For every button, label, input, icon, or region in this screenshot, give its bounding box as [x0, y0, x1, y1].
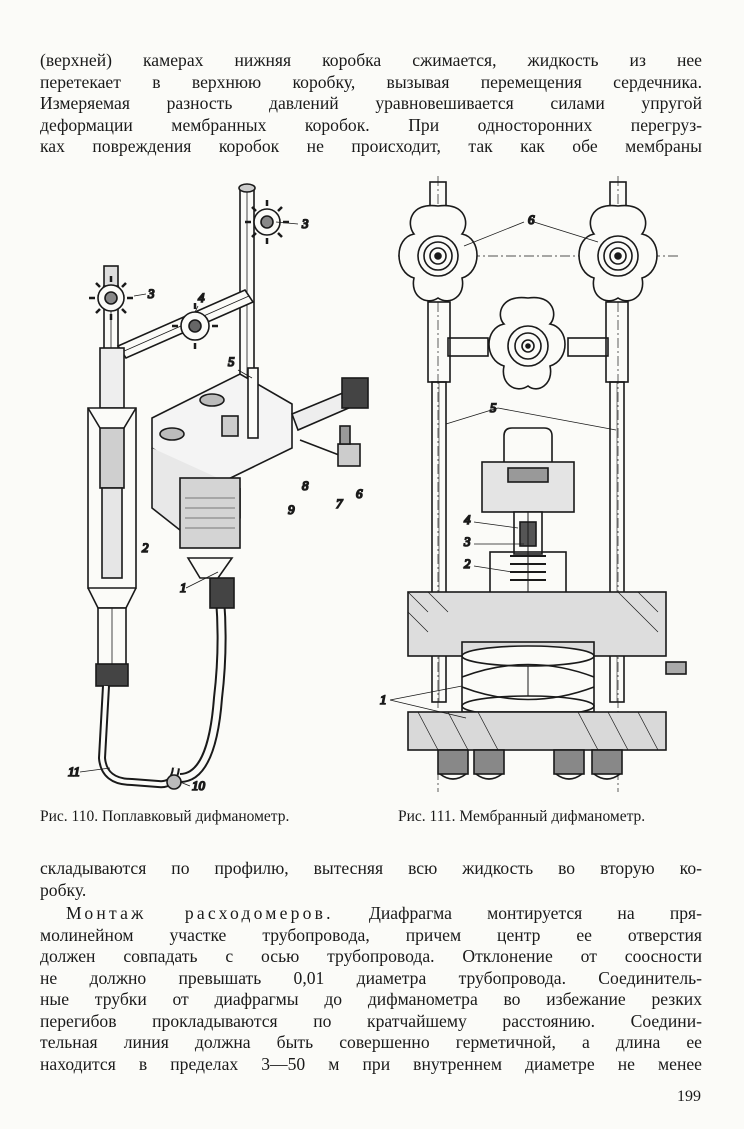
svg-text:1: 1	[180, 580, 187, 595]
text-line: ках повреждения коробок не происходит, т…	[40, 136, 702, 156]
figure-111-membrane-manometer: 6 5 4 3 2 1	[378, 172, 708, 804]
svg-text:4: 4	[198, 290, 205, 305]
text-line: складываются по профилю, вытесняя всю жи…	[40, 858, 702, 878]
svg-text:2: 2	[142, 540, 149, 555]
svg-text:6: 6	[528, 212, 535, 227]
text-line: тельная линия должна быть совершенно гер…	[40, 1032, 702, 1052]
text-line: Монтаж расходомеров. Диафрагма монтирует…	[40, 903, 702, 925]
svg-text:3: 3	[301, 216, 309, 231]
section-heading: Монтаж расходомеров.	[66, 903, 334, 923]
text-line: находится в пределах 3—50 м при внутренн…	[40, 1053, 702, 1074]
svg-text:8: 8	[302, 478, 309, 493]
heading-line-rest: Диафрагма монтируется на пря-	[368, 903, 702, 923]
svg-text:1: 1	[380, 692, 387, 707]
page-number: 199	[677, 1088, 701, 1105]
text-line: ные трубки от диафрагмы до дифманометра …	[40, 989, 702, 1009]
middle-paragraph: складываются по профилю, вытесняя всю жи…	[40, 858, 702, 901]
svg-text:11: 11	[68, 764, 80, 779]
svg-text:3: 3	[463, 534, 471, 549]
svg-text:10: 10	[192, 778, 206, 793]
text-line: перетекает в верхнюю коробку, вызывая пе…	[40, 71, 702, 92]
svg-text:4: 4	[464, 512, 471, 527]
svg-text:3: 3	[147, 286, 155, 301]
text-line: не должно превышать 0,01 диаметра трубоп…	[40, 967, 702, 988]
svg-text:2: 2	[464, 556, 471, 571]
text-line: (верхней) камерах нижняя коробка сжимает…	[40, 50, 702, 70]
figure-111-caption: Рис. 111. Мембранный дифманометр.	[398, 808, 646, 825]
mounting-paragraph: Монтаж расходомеров. Диафрагма монтирует…	[40, 903, 702, 1075]
text-line: перегибов прокладываются по кратчайшему …	[40, 1010, 702, 1031]
text-line: молинейном участке трубопровода, причем …	[40, 924, 702, 945]
text-line: робку.	[40, 879, 87, 900]
svg-text:9: 9	[288, 502, 295, 517]
svg-text:7: 7	[336, 496, 343, 511]
text-line: Измеряемая разность давлений уравновешив…	[40, 93, 702, 113]
text-line: деформации мембранных коробок. При однос…	[40, 114, 702, 135]
svg-text:5: 5	[490, 400, 497, 415]
figure-110-caption: Рис. 110. Поплавковый дифманометр.	[40, 808, 290, 825]
text-line: должен совпадать с осью трубопровода. От…	[40, 946, 702, 966]
svg-text:6: 6	[356, 486, 363, 501]
figure-110-float-manometer: 3 3 4 5 2 8 7 6 9 1 11 10	[40, 178, 370, 798]
svg-text:5: 5	[228, 354, 235, 369]
top-paragraph: (верхней) камерах нижняя коробка сжимает…	[40, 50, 702, 158]
